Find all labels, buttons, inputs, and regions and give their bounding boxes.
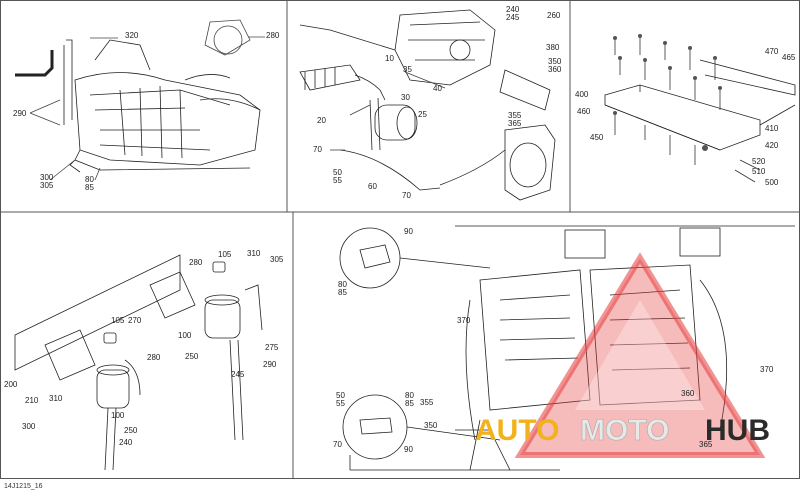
- callout-bottom-right-6: 50: [336, 391, 345, 400]
- callout-top-right-5: 410: [765, 124, 779, 133]
- callout-top-middle-10: 40: [433, 84, 442, 93]
- cooling-assembly-drawing: [339, 225, 795, 471]
- callout-bottom-left-10: 245: [231, 370, 245, 379]
- callout-bottom-left-16: 100: [111, 411, 125, 420]
- callout-top-left-2: 290: [13, 109, 27, 118]
- callout-top-left-4: 305: [40, 181, 54, 190]
- callout-top-middle-18: 70: [402, 191, 411, 200]
- callout-bottom-left-8: 275: [265, 343, 279, 352]
- callout-top-left-5: 80: [85, 175, 94, 184]
- callout-top-middle-9: 35: [403, 65, 412, 74]
- callout-top-middle-0: 240: [506, 5, 520, 14]
- callout-bottom-right-3: 370: [457, 316, 471, 325]
- callout-bottom-right-2: 85: [338, 288, 347, 297]
- callout-bottom-left-12: 200: [4, 380, 18, 389]
- callout-bottom-left-13: 210: [25, 396, 39, 405]
- callout-bottom-right-13: 90: [404, 445, 413, 454]
- callout-bottom-right-0: 90: [404, 227, 413, 236]
- callout-top-middle-1: 245: [506, 13, 520, 22]
- callout-top-middle-17: 60: [368, 182, 377, 191]
- mounting-plate-drawing: [604, 34, 796, 183]
- callout-top-right-6: 420: [765, 141, 779, 150]
- callout-top-middle-11: 30: [401, 93, 410, 102]
- drawing-reference: 14J1215_16: [4, 483, 43, 490]
- callout-bottom-right-4: 370: [760, 365, 774, 374]
- callout-top-left-6: 85: [85, 183, 94, 192]
- callout-bottom-right-1: 80: [338, 280, 347, 289]
- callout-bottom-right-7: 55: [336, 399, 345, 408]
- callout-bottom-left-15: 300: [22, 422, 36, 431]
- callout-top-middle-16: 55: [333, 176, 342, 185]
- callout-top-middle-3: 380: [546, 43, 560, 52]
- callout-bottom-left-7: 250: [185, 352, 199, 361]
- callout-bottom-left-5: 280: [147, 353, 161, 362]
- callout-bottom-left-6: 100: [178, 331, 192, 340]
- callout-top-left-1: 280: [266, 31, 280, 40]
- callout-top-middle-14: 70: [313, 145, 322, 154]
- callout-bottom-left-18: 240: [119, 438, 133, 447]
- watermark-hub: HUB: [705, 414, 770, 447]
- callout-top-middle-2: 260: [547, 11, 561, 20]
- callout-bottom-left-4: 270: [128, 316, 142, 325]
- callout-top-middle-13: 20: [317, 116, 326, 125]
- callout-bottom-left-3: 280: [189, 258, 203, 267]
- callout-top-middle-15: 50: [333, 168, 342, 177]
- callout-top-middle-8: 10: [385, 54, 394, 63]
- watermark-logo: AUTO MOTO HUB: [475, 252, 770, 458]
- callout-bottom-right-11: 350: [424, 421, 438, 430]
- watermark-moto: MOTO: [580, 414, 669, 447]
- callout-top-right-2: 400: [575, 90, 589, 99]
- callout-top-left-3: 300: [40, 173, 54, 182]
- callout-top-right-9: 500: [765, 178, 779, 187]
- callout-top-right-8: 510: [752, 167, 766, 176]
- callout-bottom-right-8: 80: [405, 391, 414, 400]
- callout-bottom-left-17: 250: [124, 426, 138, 435]
- engine-assembly-drawing: [15, 19, 265, 181]
- callout-top-right-3: 460: [577, 107, 591, 116]
- callout-top-middle-7: 365: [508, 119, 522, 128]
- callout-top-left-0: 320: [125, 31, 139, 40]
- callout-top-right-1: 465: [782, 53, 796, 62]
- callout-bottom-left-2: 305: [270, 255, 284, 264]
- callout-top-right-4: 450: [590, 133, 604, 142]
- callout-bottom-left-0: 105: [218, 250, 232, 259]
- callout-top-right-0: 470: [765, 47, 779, 56]
- callout-bottom-left-14: 310: [49, 394, 63, 403]
- callout-top-middle-4: 350: [548, 57, 562, 66]
- watermark-auto: AUTO: [475, 414, 559, 447]
- callout-bottom-left-9: 290: [263, 360, 277, 369]
- callout-top-middle-12: 25: [418, 110, 427, 119]
- callout-bottom-right-9: 85: [405, 399, 414, 408]
- callout-bottom-right-5: 360: [681, 389, 695, 398]
- callout-top-middle-5: 360: [548, 65, 562, 74]
- callout-bottom-right-12: 70: [333, 440, 342, 449]
- callout-bottom-right-14: 365: [699, 440, 713, 449]
- callout-bottom-left-11: 105: [111, 316, 125, 325]
- callout-top-middle-6: 355: [508, 111, 522, 120]
- callout-bottom-left-1: 310: [247, 249, 261, 258]
- reservoir-assembly-drawing: [14, 254, 263, 471]
- callout-top-right-7: 520: [752, 157, 766, 166]
- intake-assembly-drawing: [299, 9, 556, 201]
- callout-bottom-right-10: 355: [420, 398, 434, 407]
